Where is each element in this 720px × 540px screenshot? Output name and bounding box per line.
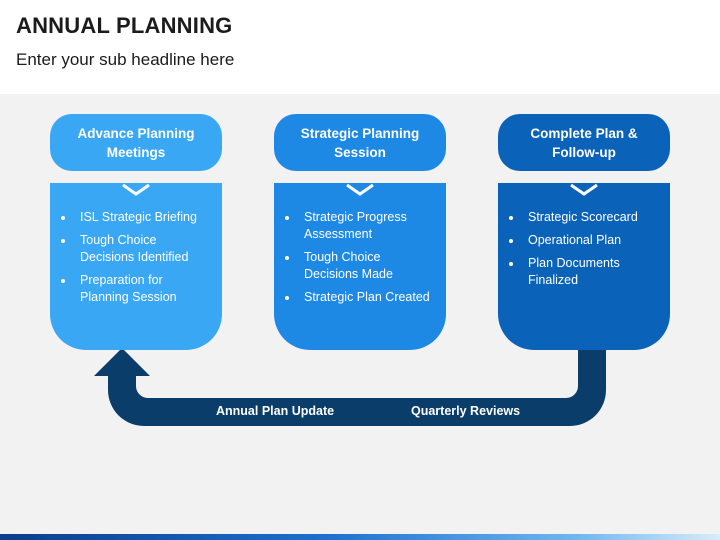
bullet-item: Tough Choice Decisions Made <box>280 249 436 283</box>
bullet-item: ISL Strategic Briefing <box>56 209 212 226</box>
bullet-item: Preparation for Planning Session <box>56 272 212 306</box>
bullet-item: Strategic Plan Created <box>280 289 436 306</box>
bullet-item: Plan Documents Finalized <box>504 255 660 289</box>
footer-accent-bar <box>0 534 720 540</box>
bullet-item: Strategic Progress Assessment <box>280 209 436 243</box>
page-subtitle: Enter your sub headline here <box>16 50 235 69</box>
chevron-down-icon <box>570 183 598 196</box>
arrow-label-quarterly-reviews: Quarterly Reviews <box>411 404 521 418</box>
stage-card-advance-planning: ISL Strategic Briefing Tough Choice Deci… <box>50 183 222 350</box>
stage-card-complete-plan: Strategic Scorecard Operational Plan Pla… <box>498 183 670 350</box>
page-title: ANNUAL PLANNING <box>16 13 233 38</box>
bullet-item: Strategic Scorecard <box>504 209 660 226</box>
bullet-item: Tough Choice Decisions Identified <box>56 232 212 266</box>
bullet-item: Operational Plan <box>504 232 660 249</box>
chevron-down-icon <box>122 183 150 196</box>
stage-title-strategic-planning: Strategic Planning Session <box>274 114 446 171</box>
stage-card-strategic-planning: Strategic Progress Assessment Tough Choi… <box>274 183 446 350</box>
stage-title-complete-plan: Complete Plan & Follow-up <box>498 114 670 171</box>
stage-title-advance-planning: Advance Planning Meetings <box>50 114 222 171</box>
arrow-label-annual-plan-update: Annual Plan Update <box>216 404 335 418</box>
chevron-down-icon <box>346 183 374 196</box>
